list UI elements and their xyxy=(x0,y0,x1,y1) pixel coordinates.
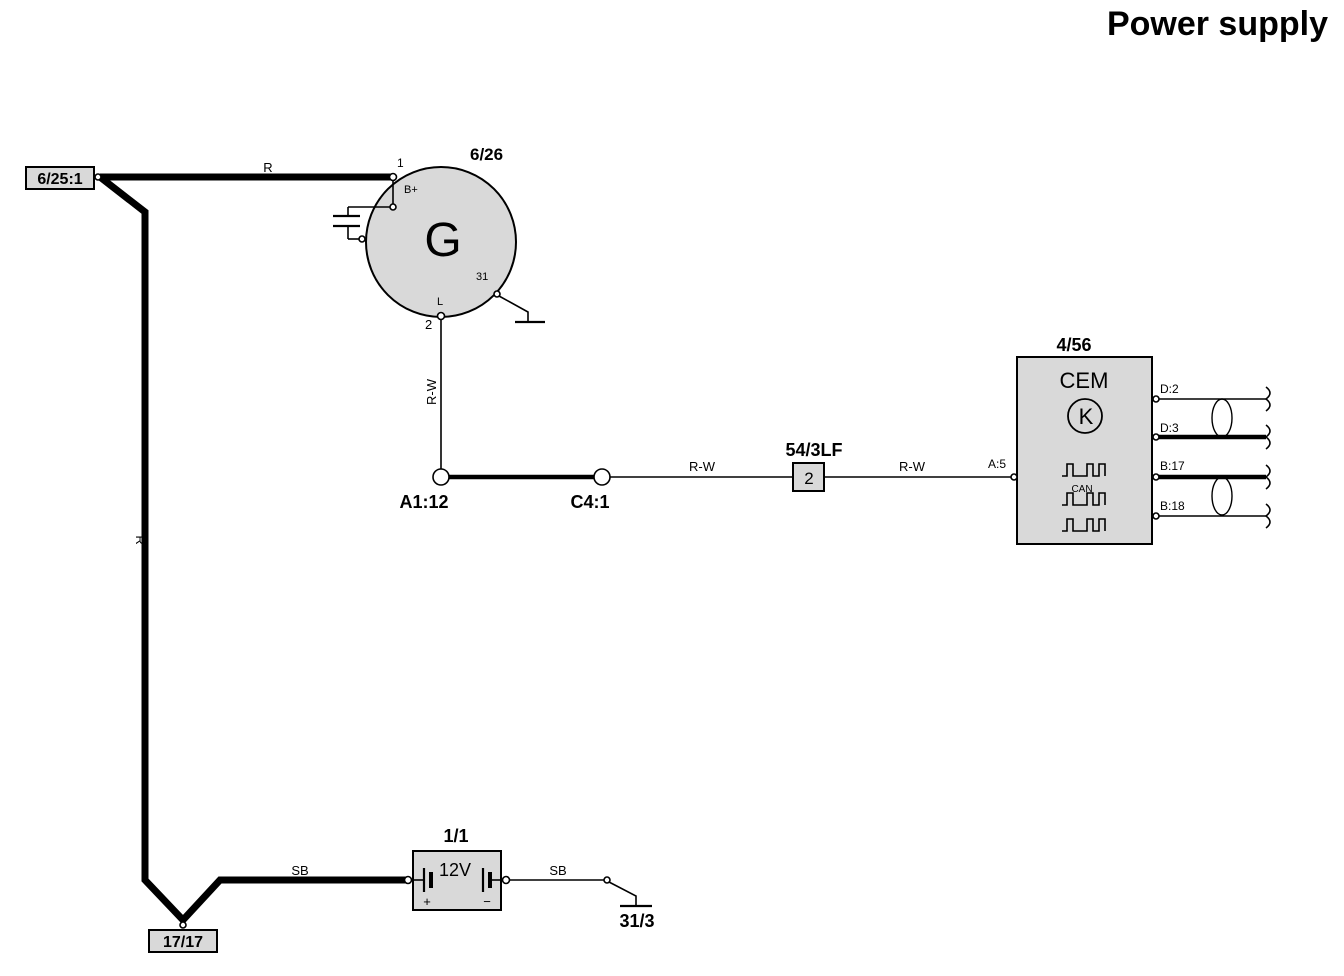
battery-pin-plus xyxy=(403,875,413,885)
battery-minus-label: − xyxy=(483,894,491,909)
connector-6-25-1-label: 6/25:1 xyxy=(37,171,82,188)
cem-pin-b17 xyxy=(1152,473,1160,481)
continuation-d2 xyxy=(1265,386,1271,412)
connector-6-25-1-box xyxy=(25,166,95,190)
cem-pin-d2-label: D:2 xyxy=(1160,382,1179,396)
battery-voltage: 12V xyxy=(439,860,471,880)
generator-bplus-pin xyxy=(389,203,397,211)
generator-pin1 xyxy=(388,172,398,182)
wire-label-c4-to-fuse: R-W xyxy=(689,459,716,474)
cem-pin-a5 xyxy=(1010,473,1018,481)
cem-pin-a5-label: A:5 xyxy=(988,457,1006,471)
connector-17-17-box xyxy=(148,929,218,953)
generator-id: 6/26 xyxy=(470,145,503,164)
twisted-pair-b xyxy=(1211,476,1233,516)
cem-can-label: CAN xyxy=(1071,484,1092,495)
generator-ground-wire xyxy=(498,295,529,322)
generator-pin1-label: 1 xyxy=(397,156,404,170)
cem-can-pulse-1 xyxy=(1062,463,1106,477)
connector-a1-12 xyxy=(432,468,450,486)
cem-pin-d2 xyxy=(1152,395,1160,403)
generator-pin2-label: 2 xyxy=(425,317,432,332)
page-title: Power supply xyxy=(1107,5,1328,43)
generator-bplus-label: B+ xyxy=(404,184,418,196)
cem-relay-symbol: K xyxy=(1079,404,1094,429)
generator-pin31 xyxy=(493,290,501,298)
generator-symbol: G xyxy=(424,214,461,267)
generator-cap-pin xyxy=(358,235,366,243)
cem-id: 4/56 xyxy=(1056,335,1091,355)
cem-can-pulse-2 xyxy=(1062,492,1106,506)
ground-pin xyxy=(603,876,611,884)
generator-pin2 xyxy=(436,311,446,321)
battery: 1/1 12V + − xyxy=(403,826,511,911)
wire-label-vertical-red: R xyxy=(133,535,148,544)
ground-31-3-label: 31/3 xyxy=(619,911,654,931)
connector-17-17-label: 17/17 xyxy=(163,934,203,951)
connector-c4-1-label: C4:1 xyxy=(570,492,609,512)
ground-wire xyxy=(608,881,637,906)
wire-label-battery-ground: SB xyxy=(549,863,566,878)
wire-label-fuse-to-cem: R-W xyxy=(899,459,926,474)
wire-label-battery-feed: SB xyxy=(291,863,308,878)
generator-pin31-label: 31 xyxy=(476,271,488,283)
cem-box xyxy=(1016,356,1153,545)
continuation-d3 xyxy=(1265,424,1271,450)
cem-module: 4/56 CEM K CAN A:5 D:2 D:3 B:17 B:18 xyxy=(988,335,1185,545)
connector-6-25-1-pin xyxy=(94,173,102,181)
cem-pin-d3 xyxy=(1152,433,1160,441)
fuse-box xyxy=(792,462,825,492)
battery-plus-label: + xyxy=(423,894,431,909)
cem-relay-icon xyxy=(1067,398,1103,434)
connector-17-17-pin xyxy=(179,921,187,929)
cem-can-pulse-3 xyxy=(1062,518,1106,532)
wire-label-gen-to-a1: R-W xyxy=(424,378,439,405)
cem-pin-d3-label: D:3 xyxy=(1160,421,1179,435)
continuation-b18 xyxy=(1265,503,1271,529)
twisted-pair-d xyxy=(1211,398,1233,438)
cem-pin-b18-label: B:18 xyxy=(1160,499,1185,513)
battery-pin-minus xyxy=(501,875,511,885)
cem-pin-b18 xyxy=(1152,512,1160,520)
connector-a1-12-label: A1:12 xyxy=(399,492,448,512)
fuse-id: 54/3LF xyxy=(785,440,842,460)
connector-c4-1 xyxy=(593,468,611,486)
fuse-number: 2 xyxy=(804,469,813,488)
battery-id: 1/1 xyxy=(443,826,468,846)
generator: 6/26 G 1 B+ 31 L 2 xyxy=(333,145,545,332)
generator-l-label: L xyxy=(437,296,443,308)
wire-red-vertical xyxy=(97,174,407,926)
wire-label-top-red: R xyxy=(263,160,272,175)
cem-pin-b17-label: B:17 xyxy=(1160,459,1185,473)
cem-name: CEM xyxy=(1060,368,1109,393)
continuation-b17 xyxy=(1265,464,1271,490)
